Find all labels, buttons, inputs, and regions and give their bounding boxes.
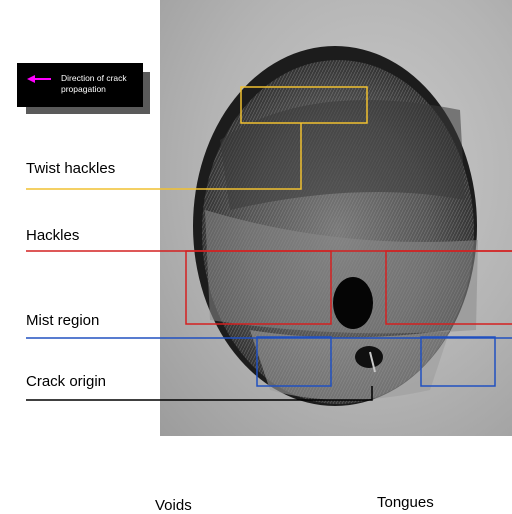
fracture-surface-photo	[160, 0, 512, 436]
label-tongues: Tongues	[377, 494, 434, 511]
label-twist-hackles: Twist hackles	[26, 160, 116, 177]
hackles-box-right	[385, 250, 512, 325]
label-crack-origin: Crack origin	[26, 373, 107, 390]
mist-region-box-left	[256, 336, 332, 387]
legend-text: Direction of crack propagation	[61, 73, 127, 94]
mist-region-box-right	[420, 336, 496, 387]
legend-box: Direction of crack propagation	[17, 63, 143, 107]
twist-hackles-box	[240, 86, 368, 124]
fracture-surface-graphic	[193, 46, 478, 406]
twist-hackles-leader	[26, 123, 302, 190]
hackles-box-left	[185, 250, 332, 325]
label-hackles: Hackles	[26, 227, 80, 244]
crack-origin-leader	[26, 386, 373, 401]
arrow-left-icon	[27, 75, 51, 83]
label-mist-region: Mist region	[26, 312, 100, 329]
label-voids: Voids	[155, 497, 192, 514]
